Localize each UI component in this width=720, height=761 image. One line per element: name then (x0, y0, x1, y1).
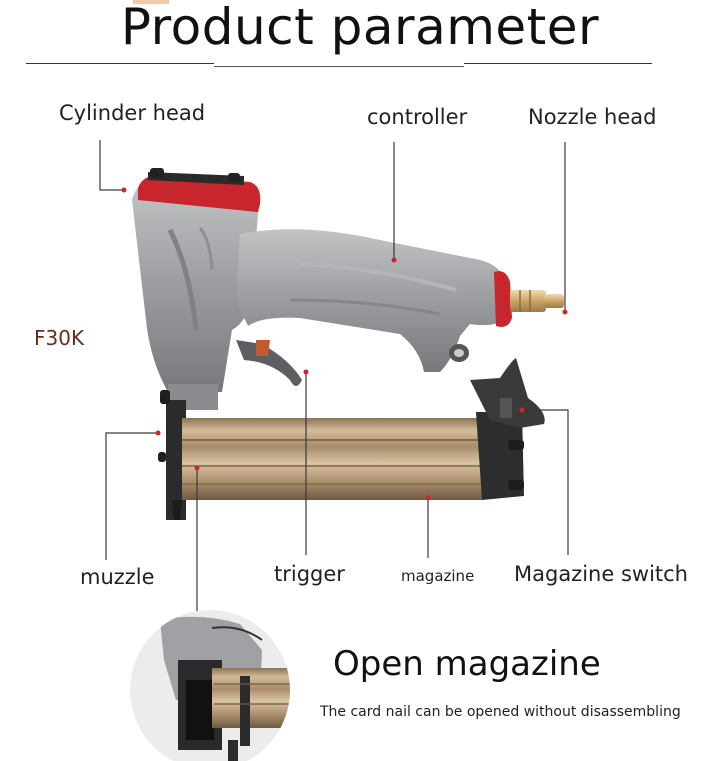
label-magazine: magazine (401, 567, 475, 585)
label-magazine-switch: Magazine switch (514, 562, 688, 586)
magazine-part (182, 358, 545, 500)
feature-title: Open magazine (333, 644, 601, 684)
top-accent-mark (133, 0, 169, 4)
page-title: Product parameter (120, 0, 600, 56)
title-rule-center (214, 66, 464, 67)
model-number: F30K (34, 326, 85, 350)
label-trigger: trigger (274, 562, 345, 586)
label-cylinder-head: Cylinder head (59, 101, 206, 125)
open-magazine-detail (130, 610, 290, 761)
feature-description: The card nail can be opened without disa… (320, 704, 681, 720)
title-rule-left (26, 63, 214, 64)
label-controller: controller (367, 105, 468, 129)
handle (236, 229, 564, 372)
callout-lines (99, 140, 569, 622)
muzzle-part (158, 384, 218, 520)
callout-dots (121, 187, 568, 501)
cylinder-body (132, 168, 261, 392)
trigger-part (236, 340, 302, 386)
label-nozzle-head: Nozzle head (528, 105, 657, 129)
title-rule-right (464, 63, 652, 64)
label-muzzle: muzzle (80, 565, 155, 589)
